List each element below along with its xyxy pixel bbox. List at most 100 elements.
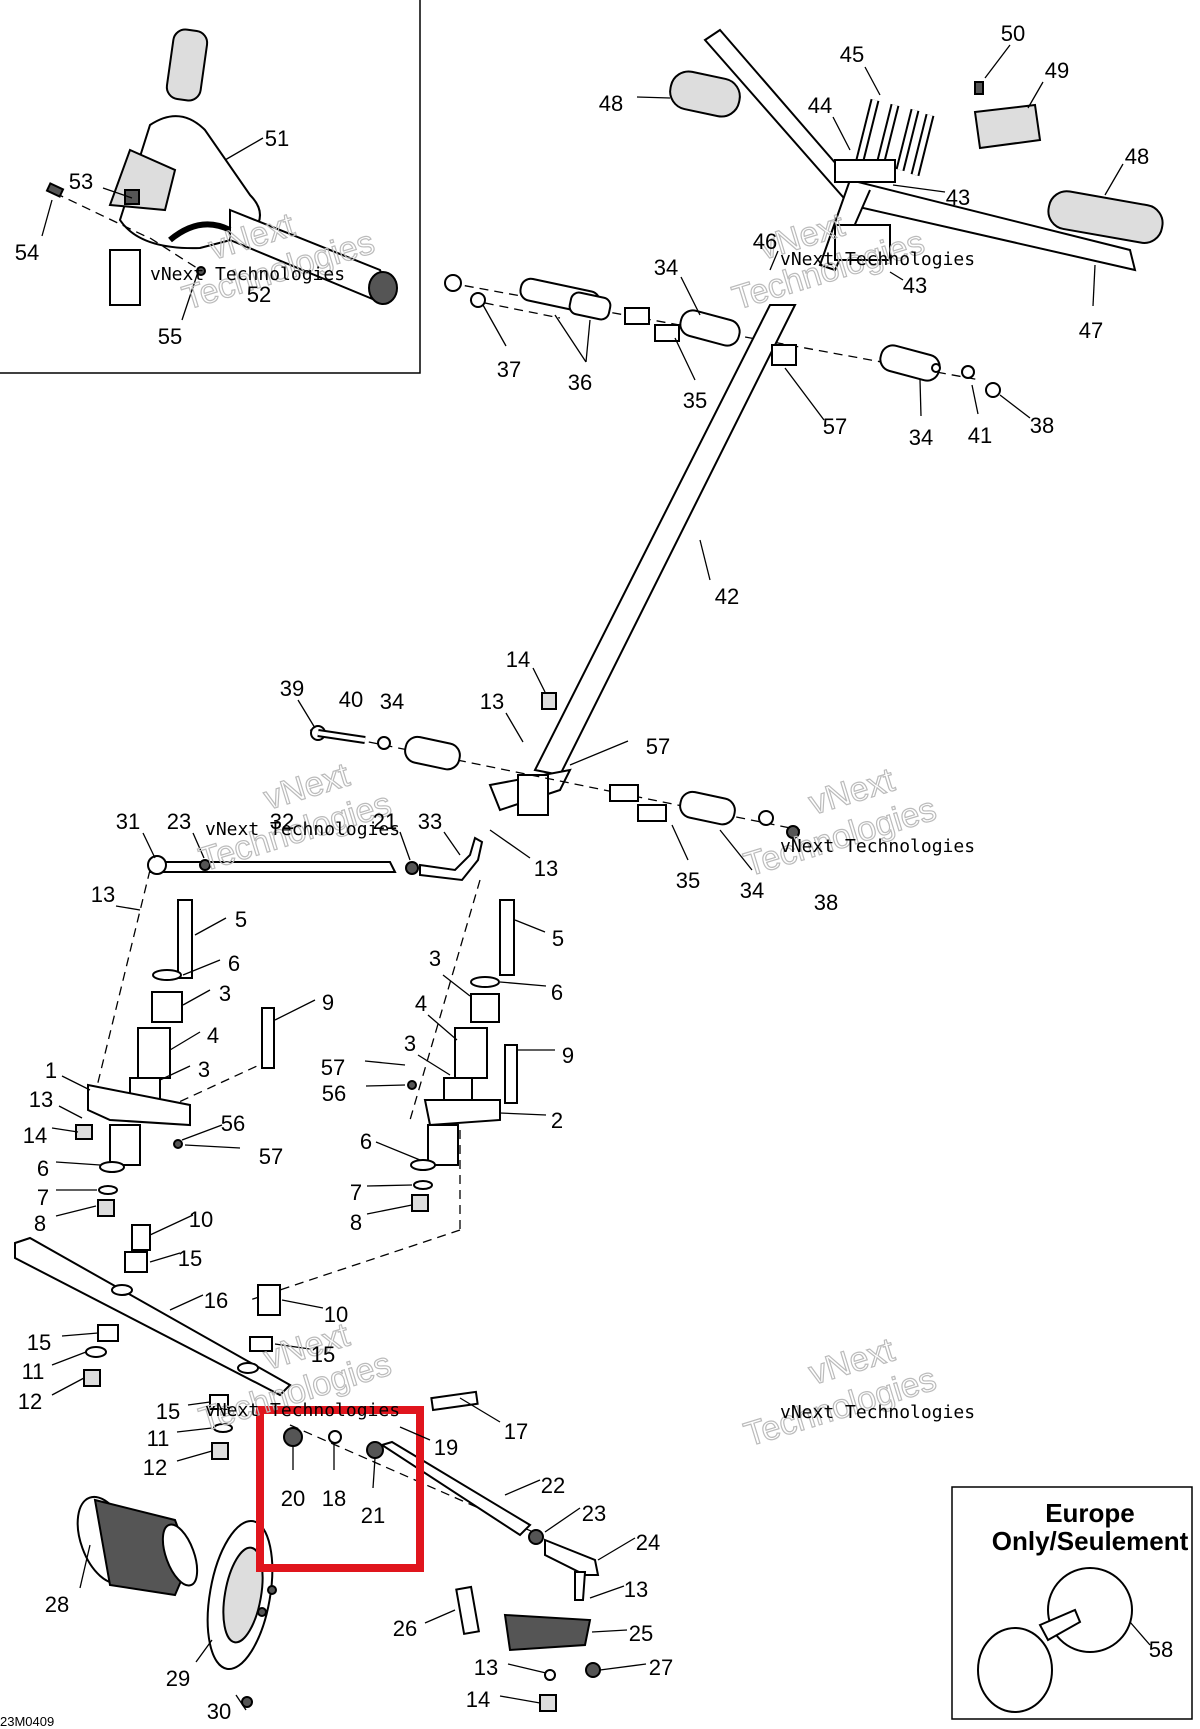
- callout-l3a: 3: [429, 946, 441, 971]
- callout-l6b: 6: [551, 980, 563, 1005]
- callout-l15a: 15: [178, 1246, 202, 1271]
- callout-l11b: 11: [147, 1426, 170, 1451]
- europe-only-box: Europe Only/Seulement: [951, 1486, 1193, 1720]
- callout-l14a: 14: [506, 647, 530, 672]
- watermark-caption: vNext Technologies: [205, 1400, 400, 1421]
- callout-l5a: 5: [235, 907, 247, 932]
- watermarks: vNext Technologies vNext Technologies vN…: [150, 205, 975, 1455]
- callout-l13c: 13: [91, 882, 115, 907]
- callout-l15b: 15: [27, 1330, 51, 1355]
- callout-l3d: 3: [198, 1057, 210, 1082]
- leader-lines: [41, 44, 1151, 1711]
- watermark-caption: vNext Technologies: [150, 264, 345, 285]
- callout-l21a: 21: [373, 809, 397, 834]
- callout-l34c: 34: [380, 689, 404, 714]
- callout-l17: 17: [504, 1419, 528, 1444]
- callout-l51: 51: [265, 126, 289, 151]
- callout-l15d: 15: [156, 1399, 180, 1424]
- callout-l1: 1: [45, 1058, 57, 1083]
- horn-bulb: [1047, 1567, 1133, 1653]
- lower-links: [147, 725, 801, 882]
- callout-l13a: 13: [480, 689, 504, 714]
- upper-links: [444, 274, 1001, 398]
- callout-l25: 25: [629, 1621, 653, 1646]
- highlight-box: [256, 1406, 424, 1572]
- callout-l56b: 56: [221, 1111, 245, 1136]
- watermark-caption: vNext Technologies: [780, 249, 975, 270]
- callout-l2: 2: [551, 1108, 563, 1133]
- callout-l47: 47: [1079, 318, 1103, 343]
- callout-l52: 52: [247, 282, 271, 307]
- callout-l6a: 6: [228, 951, 240, 976]
- horn-bell: [977, 1627, 1053, 1713]
- callout-l53: 53: [69, 169, 93, 194]
- callout-l22: 22: [541, 1473, 565, 1498]
- callout-l8b: 8: [34, 1211, 46, 1236]
- callout-l44: 44: [808, 93, 832, 118]
- callout-l12a: 12: [18, 1389, 42, 1414]
- callout-l35b: 35: [676, 868, 700, 893]
- callout-l48a: 48: [599, 91, 623, 116]
- callout-l11a: 11: [22, 1359, 45, 1384]
- callout-l31: 31: [116, 809, 140, 834]
- callout-l45: 45: [840, 42, 864, 67]
- callout-l19: 19: [434, 1435, 458, 1460]
- callout-l34d: 34: [740, 878, 764, 903]
- figure-code: 23M0409: [0, 1714, 54, 1729]
- callout-l38a: 38: [1030, 413, 1054, 438]
- steering-column: [488, 304, 797, 816]
- callout-l10b: 10: [324, 1302, 348, 1327]
- callout-l55: 55: [158, 324, 182, 349]
- callout-l28: 28: [45, 1592, 69, 1617]
- callout-l4b: 4: [207, 1023, 219, 1048]
- callout-l7a: 7: [350, 1180, 362, 1205]
- callout-l8a: 8: [350, 1210, 362, 1235]
- callout-l57b: 57: [646, 734, 670, 759]
- callout-l4a: 4: [415, 991, 427, 1016]
- right-pivot-stack: [407, 899, 518, 1212]
- callout-l13f: 13: [474, 1655, 498, 1680]
- guide-lines: [89, 869, 481, 1301]
- callout-l3c: 3: [404, 1031, 416, 1056]
- callout-l43b: 43: [903, 273, 927, 298]
- callout-l23b: 23: [582, 1501, 606, 1526]
- callout-l18: 18: [322, 1486, 346, 1511]
- callout-l15c: 15: [311, 1342, 335, 1367]
- callout-l43a: 43: [946, 185, 970, 210]
- callout-l21b: 21: [361, 1503, 385, 1528]
- callout-l41: 41: [968, 423, 992, 448]
- callout-l57c: 57: [321, 1055, 345, 1080]
- callout-l23a: 23: [167, 809, 191, 834]
- callout-l57d: 57: [259, 1144, 283, 1169]
- callout-l6c: 6: [360, 1129, 372, 1154]
- callout-l26: 26: [393, 1616, 417, 1641]
- callout-l34b: 34: [909, 425, 933, 450]
- callout-l36: 36: [568, 370, 592, 395]
- callout-l57a: 57: [823, 414, 847, 439]
- watermark-caption: vNext Technologies: [205, 819, 400, 840]
- callout-l56a: 56: [322, 1081, 346, 1106]
- callout-l29: 29: [166, 1666, 190, 1691]
- callout-l6d: 6: [37, 1156, 49, 1181]
- boot-and-flange: [76, 1495, 277, 1708]
- callout-l30: 30: [207, 1699, 231, 1724]
- callout-l34a: 34: [654, 255, 678, 280]
- callout-l13b: 13: [534, 856, 558, 881]
- callout-l27: 27: [649, 1655, 673, 1680]
- left-pivot-stack: [75, 899, 275, 1217]
- callout-l38b: 38: [814, 890, 838, 915]
- callout-l10a: 10: [189, 1207, 213, 1232]
- callout-l58: 58: [1149, 1637, 1173, 1662]
- callout-l12b: 12: [143, 1455, 167, 1480]
- callout-l13d: 13: [29, 1087, 53, 1112]
- callout-l5b: 5: [552, 926, 564, 951]
- callout-l16: 16: [204, 1288, 228, 1313]
- callout-l9a: 9: [322, 990, 334, 1015]
- callout-l39: 39: [280, 676, 304, 701]
- watermark-caption: vNext Technologies: [780, 1402, 975, 1423]
- callout-l40: 40: [339, 687, 363, 712]
- callout-l33: 33: [418, 809, 442, 834]
- callout-l24: 24: [636, 1530, 660, 1555]
